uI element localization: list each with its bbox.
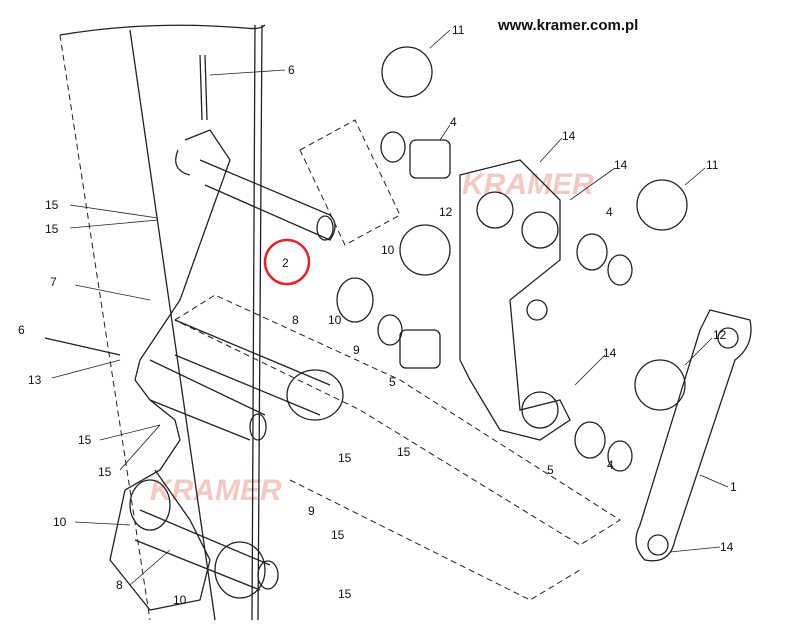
label-6: 6	[18, 323, 25, 337]
label-6: 6	[288, 63, 295, 77]
label-14: 14	[614, 158, 628, 172]
label-14: 14	[720, 540, 734, 554]
label-11: 11	[706, 158, 719, 172]
watermark: KRAMER	[462, 168, 594, 201]
label-4: 4	[606, 205, 613, 219]
label-10: 10	[53, 515, 67, 529]
label-10: 10	[173, 593, 187, 607]
label-1: 1	[730, 480, 737, 494]
label-8: 8	[292, 313, 299, 327]
watermark: KRAMER	[150, 474, 282, 507]
label-15: 15	[98, 465, 112, 479]
link-1	[635, 309, 752, 562]
label-15: 15	[331, 528, 345, 542]
label-5: 5	[547, 463, 554, 477]
label-14: 14	[603, 346, 617, 360]
label-15: 15	[78, 433, 92, 447]
label-15: 15	[45, 222, 59, 236]
label-9: 9	[353, 343, 360, 357]
boom-arm	[59, 24, 266, 621]
label-2: 2	[282, 256, 289, 270]
label-12: 12	[439, 205, 453, 219]
label-15: 15	[45, 198, 59, 212]
label-15: 15	[338, 587, 352, 601]
website-url[interactable]: www.kramer.com.pl	[497, 17, 638, 34]
bushings-and-seals	[129, 131, 633, 599]
pin-2	[199, 159, 336, 241]
label-8: 8	[116, 578, 123, 592]
highlight-circle	[263, 238, 311, 286]
label-15: 15	[338, 451, 352, 465]
label-11: 11	[452, 23, 465, 37]
pins	[44, 54, 331, 591]
leader-lines	[51, 29, 729, 586]
label-10: 10	[381, 243, 395, 257]
bucket-link-12	[459, 159, 571, 441]
label-14: 14	[562, 129, 576, 143]
label-12: 12	[713, 328, 727, 342]
label-13: 13	[28, 373, 42, 387]
detail-bubbles	[381, 46, 688, 411]
part-labels: 11 6 4 14 14 11 15 15 12 4 10 2 7 10 8 9…	[18, 23, 737, 607]
label-7: 7	[50, 275, 57, 289]
label-5: 5	[389, 375, 396, 389]
label-15: 15	[397, 445, 411, 459]
label-4: 4	[450, 115, 457, 129]
label-10: 10	[328, 313, 342, 327]
label-9: 9	[308, 504, 315, 518]
label-4: 4	[607, 458, 614, 472]
